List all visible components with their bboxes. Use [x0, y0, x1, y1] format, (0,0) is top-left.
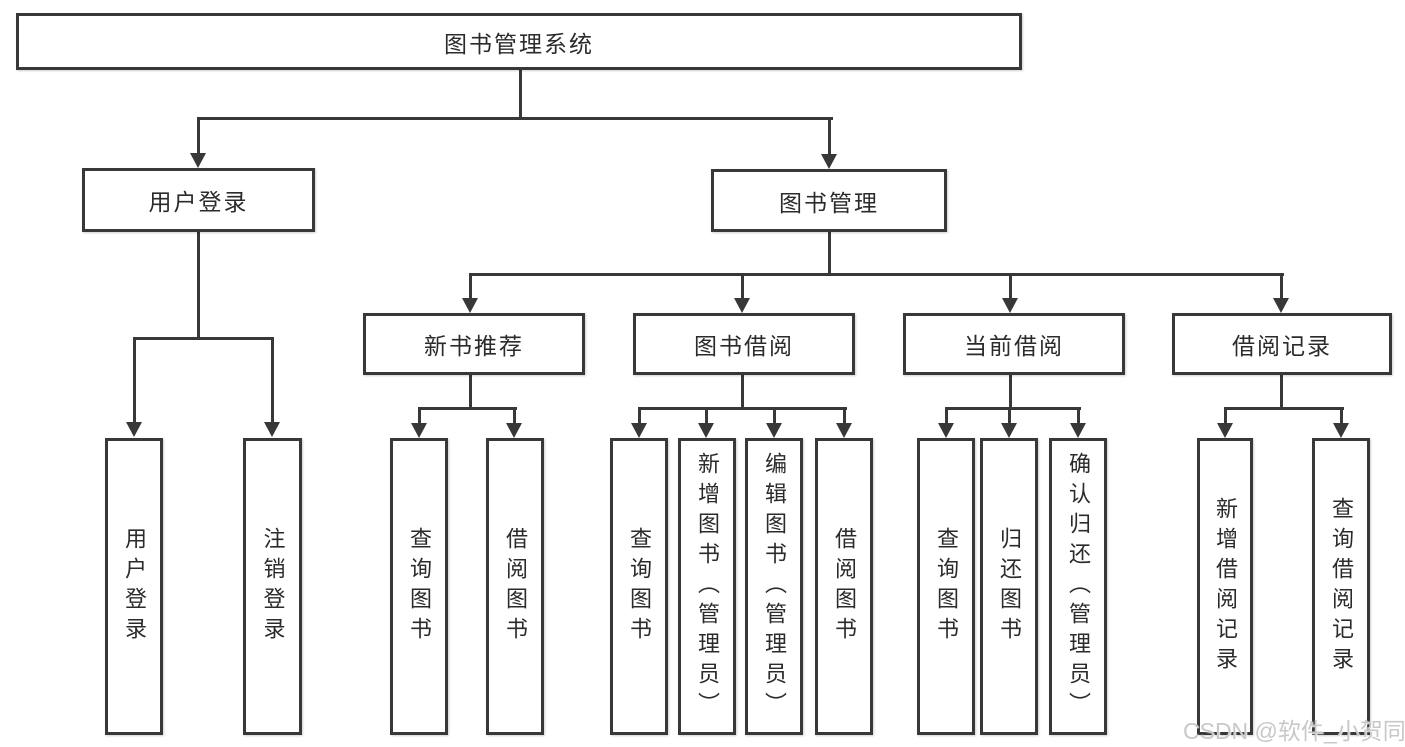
leaf-label: 用户登录 — [122, 526, 147, 647]
leaf-add-books-admin: 新增图书（管理员） — [678, 438, 736, 735]
connector-line — [133, 337, 136, 423]
arrowhead-down-icon — [821, 154, 837, 169]
connector-line — [828, 117, 831, 156]
leaf-label: 查询图书 — [934, 526, 959, 647]
connector-line — [1009, 375, 1012, 409]
connector-line — [271, 337, 274, 423]
leaf-label: 新增图书（管理员） — [695, 451, 720, 722]
leaf-query-books-borrow: 查询图书 — [610, 438, 668, 735]
arrowhead-down-icon — [766, 423, 782, 438]
leaf-label: 新增借阅记录 — [1213, 496, 1238, 677]
connector-line — [1280, 273, 1283, 300]
watermark: CSDN @软件_小贺同学 — [1183, 718, 1405, 744]
arrowhead-down-icon — [734, 298, 750, 313]
node-label: 图书管理系统 — [444, 30, 594, 57]
connector-line — [469, 273, 472, 300]
leaf-label: 归还图书 — [997, 526, 1022, 647]
connector-line — [418, 407, 517, 410]
arrowhead-down-icon — [462, 298, 478, 313]
node-label: 借阅记录 — [1232, 333, 1332, 359]
arrowhead-down-icon — [938, 423, 954, 438]
connector-line — [705, 407, 708, 425]
node-label: 图书借阅 — [694, 333, 794, 359]
connector-line — [197, 117, 200, 155]
node-library-system: 图书管理系统 — [16, 13, 1022, 70]
connector-line — [1280, 375, 1283, 409]
node-new-book-recommendation: 新书推荐 — [363, 313, 585, 375]
arrowhead-down-icon — [264, 422, 280, 437]
arrowhead-down-icon — [1001, 423, 1017, 438]
arrowhead-down-icon — [190, 153, 206, 168]
connector-line — [741, 375, 744, 409]
leaf-logout: 注销登录 — [243, 438, 302, 735]
connector-line — [1077, 407, 1080, 425]
connector-line — [741, 273, 744, 300]
arrowhead-down-icon — [411, 423, 427, 438]
leaf-borrow-books: 借阅图书 — [815, 438, 873, 735]
arrowhead-down-icon — [1273, 298, 1289, 313]
connector-line — [945, 407, 1081, 410]
connector-line — [773, 407, 776, 425]
arrowhead-down-icon — [1070, 423, 1086, 438]
node-user-login: 用户登录 — [82, 168, 315, 232]
connector-line — [469, 273, 1284, 276]
leaf-label: 查询图书 — [627, 526, 652, 647]
leaf-label: 编辑图书（管理员） — [762, 451, 787, 722]
connector-line — [197, 232, 200, 339]
connector-line — [1340, 407, 1343, 425]
node-label: 用户登录 — [148, 189, 249, 215]
leaf-label: 查询图书 — [407, 526, 432, 647]
leaf-query-books-recommend: 查询图书 — [390, 438, 448, 735]
connector-line — [133, 337, 274, 340]
leaf-label: 注销登录 — [260, 526, 286, 647]
arrowhead-down-icon — [631, 423, 647, 438]
connector-line — [828, 232, 831, 275]
node-current-borrowing: 当前借阅 — [903, 313, 1125, 375]
arrowhead-down-icon — [1333, 423, 1349, 438]
connector-line — [513, 407, 516, 425]
connector-line — [843, 407, 846, 425]
arrowhead-down-icon — [1002, 298, 1018, 313]
connector-line — [638, 407, 641, 425]
leaf-return-books: 归还图书 — [980, 438, 1038, 735]
connector-line — [519, 68, 522, 118]
leaf-add-borrow-record: 新增借阅记录 — [1197, 438, 1253, 735]
node-borrowing-records: 借阅记录 — [1172, 313, 1392, 375]
arrowhead-down-icon — [698, 423, 714, 438]
connector-line — [1224, 407, 1344, 410]
node-label: 当前借阅 — [964, 333, 1064, 359]
connector-line — [638, 407, 847, 410]
leaf-borrow-books-recommend: 借阅图书 — [486, 438, 544, 735]
node-book-management: 图书管理 — [711, 169, 947, 232]
leaf-query-books-current: 查询图书 — [917, 438, 975, 735]
connector-line — [469, 375, 472, 409]
arrowhead-down-icon — [126, 422, 142, 437]
leaf-label: 查询借阅记录 — [1329, 496, 1354, 677]
leaf-user-login: 用户登录 — [105, 438, 163, 735]
connector-line — [1009, 273, 1012, 300]
connector-line — [1008, 407, 1011, 425]
connector-line — [1224, 407, 1227, 425]
node-label: 新书推荐 — [424, 333, 524, 359]
leaf-label: 借阅图书 — [832, 526, 857, 647]
arrowhead-down-icon — [836, 423, 852, 438]
node-label: 图书管理 — [779, 189, 879, 216]
connector-line — [945, 407, 948, 425]
leaf-edit-books-admin: 编辑图书（管理员） — [745, 438, 803, 735]
leaf-query-borrow-record: 查询借阅记录 — [1312, 438, 1370, 735]
leaf-label: 确认归还（管理员） — [1066, 451, 1091, 722]
arrowhead-down-icon — [506, 423, 522, 438]
node-book-borrowing: 图书借阅 — [633, 313, 855, 375]
connector-line — [418, 407, 421, 425]
arrowhead-down-icon — [1217, 423, 1233, 438]
connector-line — [197, 117, 833, 120]
leaf-confirm-return-admin: 确认归还（管理员） — [1049, 438, 1107, 735]
leaf-label: 借阅图书 — [503, 526, 528, 647]
